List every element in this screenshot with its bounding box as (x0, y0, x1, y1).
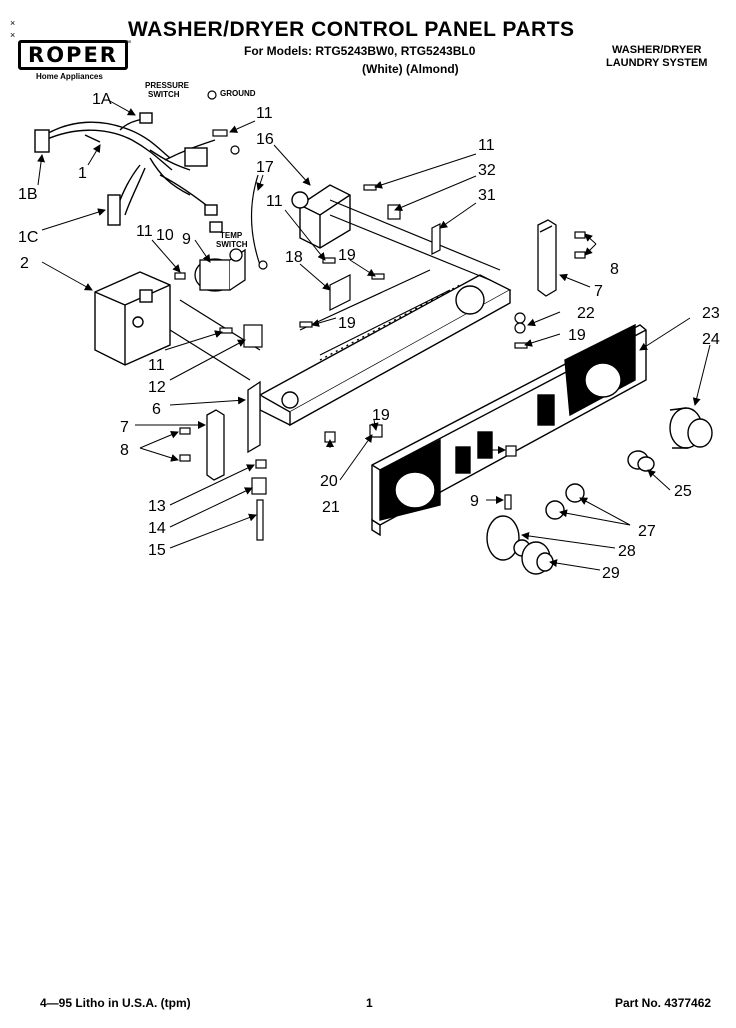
part-1: 1 (78, 165, 87, 182)
part-13: 13 (148, 498, 166, 515)
part-7: 7 (594, 283, 603, 300)
knob-27 (545, 483, 585, 520)
timer (291, 184, 351, 249)
part-11: 11 (148, 357, 165, 374)
model-colors: (White) (Almond) (362, 62, 459, 76)
part-31: 31 (478, 187, 496, 204)
brand-name: ROPER (28, 43, 118, 67)
part-28: 28 (618, 543, 636, 560)
part-29: 29 (602, 565, 620, 582)
part-24: 24 (702, 331, 720, 348)
page-number: 1 (366, 996, 373, 1010)
part-11: 11 (136, 223, 153, 240)
part-11: 11 (256, 105, 273, 122)
part-14: 14 (148, 520, 166, 537)
pressure-switch (194, 248, 246, 292)
knob-24 (669, 407, 713, 449)
part-9: 9 (182, 231, 191, 248)
system-label-line2: LAUNDRY SYSTEM (606, 57, 708, 69)
pressure-switch-label-1: PRESSURE (145, 81, 190, 90)
part-1a: 1A (92, 91, 112, 108)
brand-logo: ROPER (18, 40, 128, 70)
part-7: 7 (120, 419, 129, 436)
part-23: 23 (702, 305, 720, 322)
part-1c: 1C (18, 229, 38, 246)
part-25: 25 (674, 483, 692, 500)
part-11: 11 (266, 193, 283, 210)
system-label: WASHER/DRYER LAUNDRY SYSTEM (606, 44, 707, 70)
part-19: 19 (338, 247, 356, 264)
part-2: 2 (20, 255, 29, 272)
page-title: WASHER/DRYER CONTROL PANEL PARTS (128, 18, 575, 41)
part-18: 18 (285, 249, 303, 266)
leader-lines (37, 99, 711, 571)
part-number: Part No. 4377462 (615, 996, 712, 1010)
side-bracket (247, 380, 261, 454)
litho-note: 4—95 Litho in U.S.A. (tpm) (40, 996, 191, 1010)
knob-29 (521, 541, 554, 575)
part-1b: 1B (18, 186, 38, 203)
part-number-labels: 1A 1 1B 1C 2 11 16 17 11 32 31 11 11 10 … (18, 91, 720, 582)
fasteners (174, 90, 586, 541)
part-10: 10 (156, 227, 174, 244)
system-label-line1: WASHER/DRYER (612, 44, 702, 56)
brand-subtitle: Home Appliances (36, 72, 103, 81)
bracket-left (206, 409, 225, 481)
part-9: 9 (470, 493, 479, 510)
part-16: 16 (256, 131, 274, 148)
mounting-rails (169, 199, 501, 381)
callout-texts: PRESSURE SWITCH GROUND TEMP SWITCH (145, 81, 256, 249)
bracket-right (537, 219, 557, 297)
part-12: 12 (148, 379, 166, 396)
part-19: 19 (568, 327, 586, 344)
front-control-panel (371, 323, 647, 537)
knob-25 (627, 450, 655, 472)
pressure-switch-label-2: SWITCH (148, 90, 180, 99)
part-21: 21 (322, 499, 340, 516)
part-8: 8 (610, 261, 619, 278)
trademark-mark: ™ (124, 40, 131, 47)
part-15: 15 (148, 542, 166, 559)
part-27: 27 (638, 523, 656, 540)
part-19: 19 (372, 407, 390, 424)
control-housing (94, 271, 171, 366)
ground-label: GROUND (220, 89, 256, 98)
corner-mark: × (10, 18, 16, 28)
temp-switch-label-2: SWITCH (216, 240, 248, 249)
part-8: 8 (120, 442, 129, 459)
part-32: 32 (478, 162, 496, 179)
wire-harness (34, 112, 223, 233)
part-20: 20 (320, 473, 338, 490)
temp-switch-label-1: TEMP (220, 231, 243, 240)
part-17: 17 (256, 159, 274, 176)
corner-mark: × (10, 30, 16, 40)
part-11: 11 (478, 137, 495, 154)
part-6: 6 (152, 401, 161, 418)
model-numbers: For Models: RTG5243BW0, RTG5243BL0 (244, 44, 476, 58)
part-19: 19 (338, 315, 356, 332)
console-back-panel (258, 274, 512, 427)
part-22: 22 (577, 305, 595, 322)
